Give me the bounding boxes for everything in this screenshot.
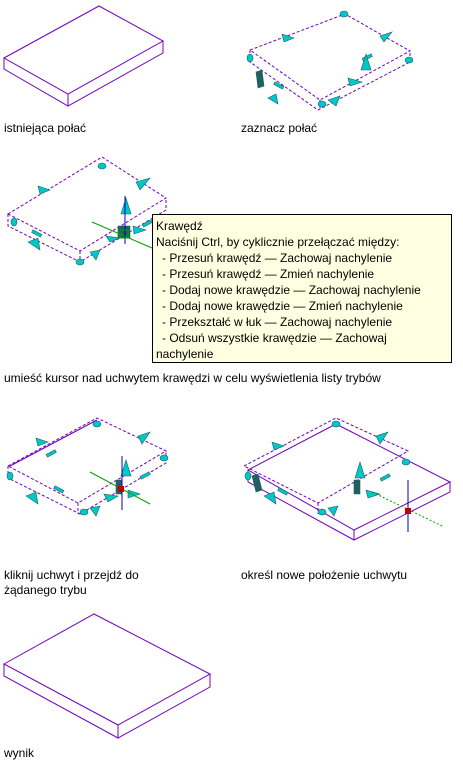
tooltip-mode-item-continuation: nachylenie (156, 347, 214, 361)
tooltip-mode-item: - Dodaj nowe krawędzie — Zachowaj nachyl… (162, 283, 421, 297)
tooltip-mode-item: - Odsuń wszystkie krawędzie — Zachowaj (162, 331, 387, 345)
edge-mode-tooltip: Krawędź Naciśnij Ctrl, by cyklicznie prz… (152, 214, 452, 363)
tooltip-mode-item: - Przesuń krawędź — Zachowaj nachylenie (162, 251, 393, 265)
caption-click-grip-2: żądanego trybu (4, 583, 87, 597)
caption-new-position: określ nowe położenie uchwytu (241, 568, 408, 582)
caption-click-grip-1: kliknij uchwyt i przejdź do (4, 568, 139, 582)
tooltip-mode-item: - Przekształć w łuk — Zachowaj nachyleni… (162, 315, 393, 329)
caption-result: wynik (4, 746, 35, 760)
caption-select-roof: zaznacz połać (241, 121, 318, 135)
caption-hover-grip: umieść kursor nad uchwytem krawędzi w ce… (4, 371, 381, 385)
caption-existing-roof: istniejąca połać (4, 121, 87, 135)
tooltip-mode-item: - Przesuń krawędź — Zmień nachylenie (162, 267, 375, 281)
tooltip-instruction: Naciśnij Ctrl, by cyklicznie przełączać … (156, 235, 400, 249)
tooltip-mode-item: - Dodaj nowe krawędzie — Zmień nachyleni… (162, 299, 403, 313)
tooltip-title: Krawędź (156, 219, 203, 233)
